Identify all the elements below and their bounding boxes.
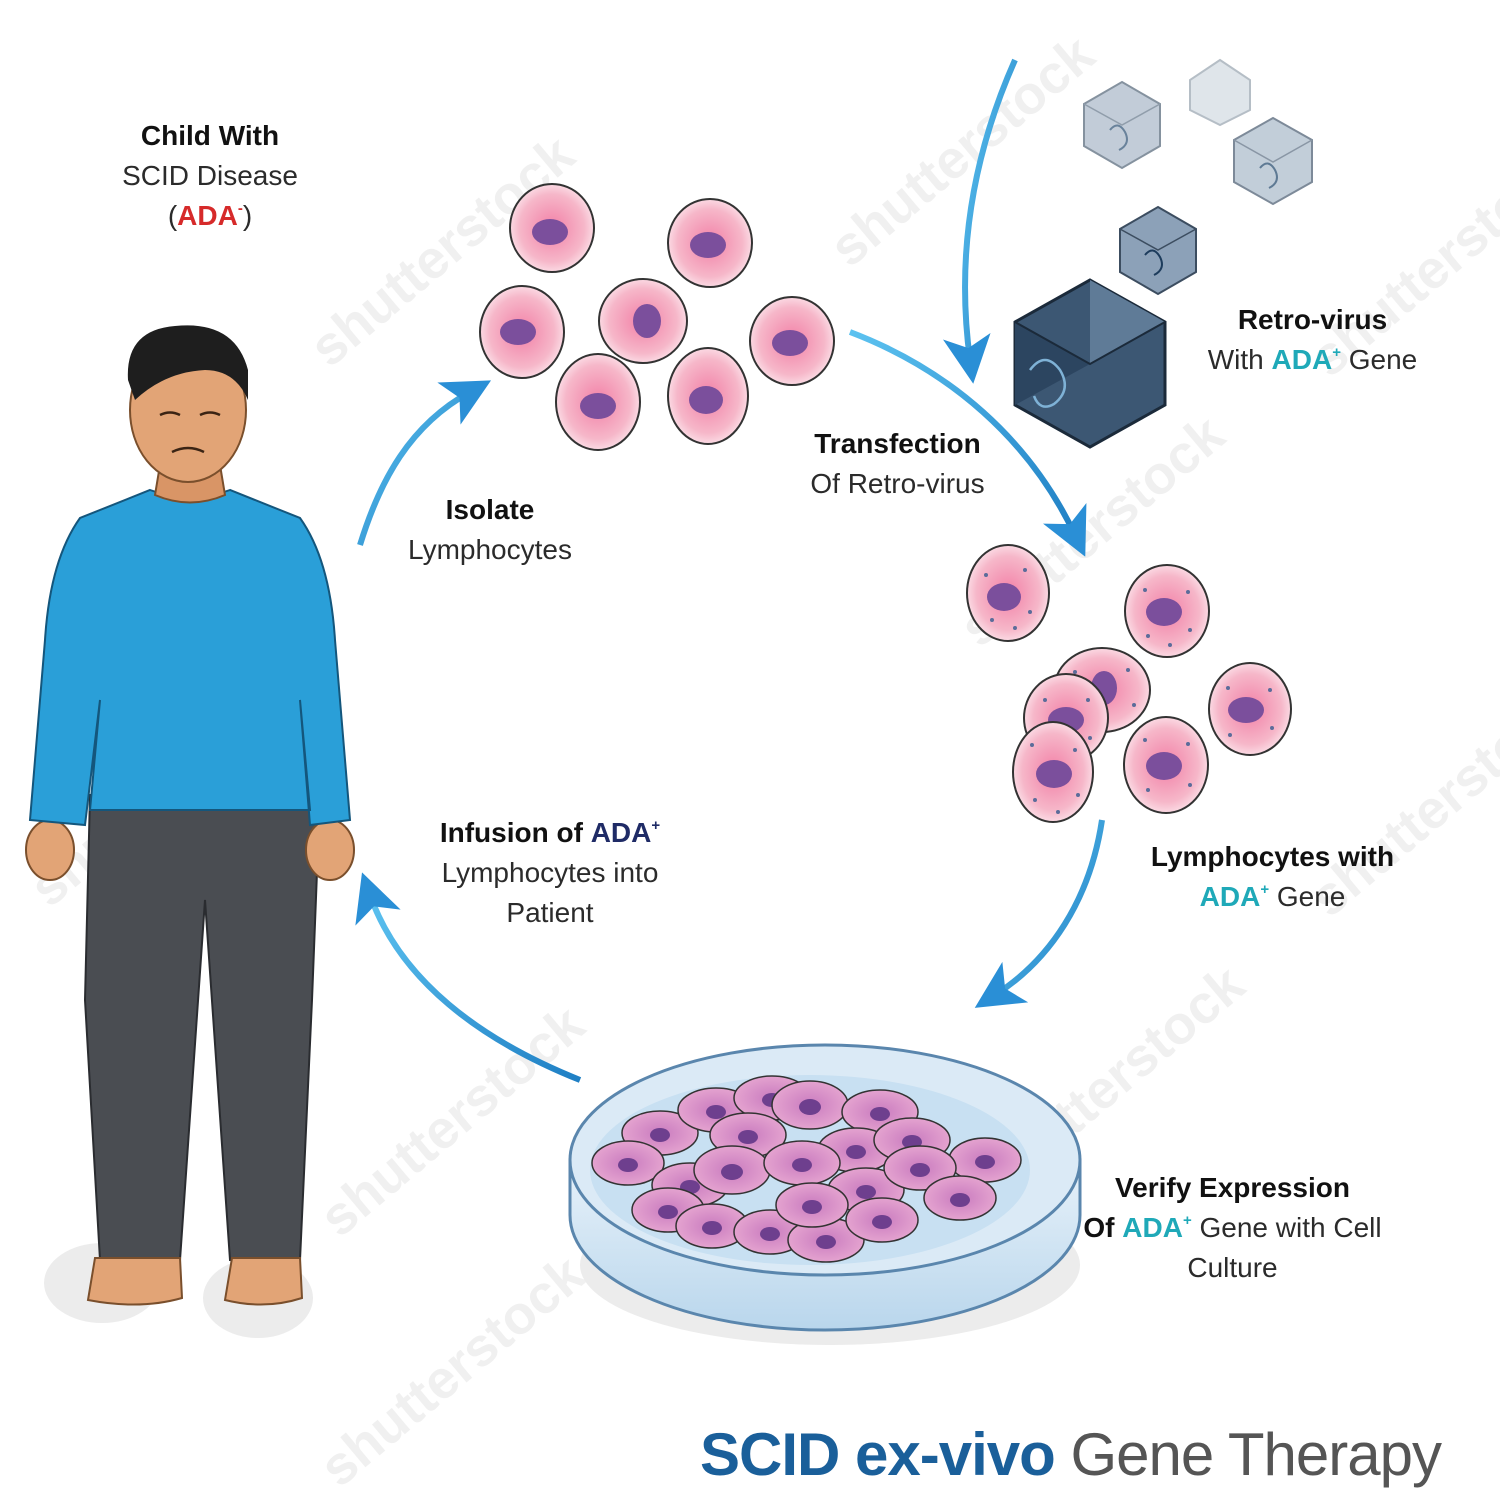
arrow-transfection: [848, 329, 1087, 557]
virus-medium: [1119, 205, 1197, 296]
label-child-title: Child With: [140, 120, 280, 151]
label-lymph-ada-title: Lymphocytes with: [1150, 841, 1395, 872]
label-isolate: Isolate Lymphocytes: [380, 490, 600, 570]
petri-dish: [568, 1043, 1082, 1345]
label-child: Child With SCID Disease (ADA-): [90, 116, 330, 236]
label-child-line3: (ADA-): [167, 200, 253, 231]
label-isolate-title: Isolate: [445, 494, 535, 525]
label-child-line2: SCID Disease: [122, 160, 298, 191]
label-infusion-line3: Patient: [506, 897, 594, 928]
isolated-lymphocytes: [479, 183, 835, 451]
label-transfection: Transfection Of Retro-virus: [780, 424, 1015, 504]
lymphocyte: [598, 278, 688, 364]
retroviruses: [1013, 58, 1313, 449]
label-verify-title: Verify Expression: [1114, 1172, 1350, 1203]
label-verify-line3: Culture: [1187, 1252, 1278, 1283]
label-lymph-ada-line2: ADA+ Gene: [1199, 881, 1346, 912]
lymphocyte-ada: [966, 544, 1050, 642]
arrow-infusion: [355, 872, 582, 1083]
lymphocyte: [509, 183, 595, 273]
label-isolate-line2: Lymphocytes: [408, 534, 572, 565]
virus-large: [1013, 278, 1167, 449]
transfected-lymphocytes: [966, 544, 1292, 823]
label-transfection-title: Transfection: [814, 428, 981, 459]
arrow-virus-in: [942, 58, 1018, 384]
label-infusion-title: Infusion of ADA+: [439, 817, 661, 848]
virus-small: [1233, 116, 1313, 206]
main-title-regular: Gene Therapy: [1070, 1421, 1441, 1488]
arrow-isolate: [357, 380, 492, 546]
label-infusion-line2: Lymphocytes into: [441, 857, 659, 888]
label-retrovirus: Retro-virus With ADA+ Gene: [1180, 300, 1445, 380]
virus-small: [1083, 80, 1161, 170]
lymphocyte-ada: [1012, 721, 1094, 823]
dish-cells: [591, 1075, 1022, 1263]
label-transfection-line2: Of Retro-virus: [810, 468, 985, 499]
lymphocyte: [667, 198, 753, 288]
lymphocyte-ada: [1123, 716, 1209, 814]
label-verify-line2: Of ADA+ Gene with Cell: [1083, 1212, 1382, 1243]
lymphocyte: [555, 353, 641, 451]
label-verify: Verify Expression Of ADA+ Gene with Cell…: [1055, 1168, 1410, 1288]
arrow-to-dish: [974, 819, 1105, 1008]
virus-small: [1189, 58, 1251, 127]
main-title-bold: SCID ex-vivo: [700, 1421, 1056, 1488]
child-figure: [25, 325, 355, 1338]
label-retrovirus-line2: With ADA+ Gene: [1207, 344, 1418, 375]
lymphocyte: [479, 285, 565, 379]
lymphocyte-ada: [1208, 662, 1292, 756]
label-retrovirus-title: Retro-virus: [1237, 304, 1388, 335]
label-infusion: Infusion of ADA+ Lymphocytes into Patien…: [400, 813, 700, 933]
lymphocyte: [667, 347, 749, 445]
lymphocyte: [749, 296, 835, 386]
main-title: SCID ex-vivo Gene Therapy: [700, 1415, 1480, 1495]
ada-minus: ADA: [177, 200, 238, 231]
label-lymph-ada: Lymphocytes with ADA+ Gene: [1115, 837, 1430, 917]
lymphocyte-ada: [1124, 564, 1210, 658]
